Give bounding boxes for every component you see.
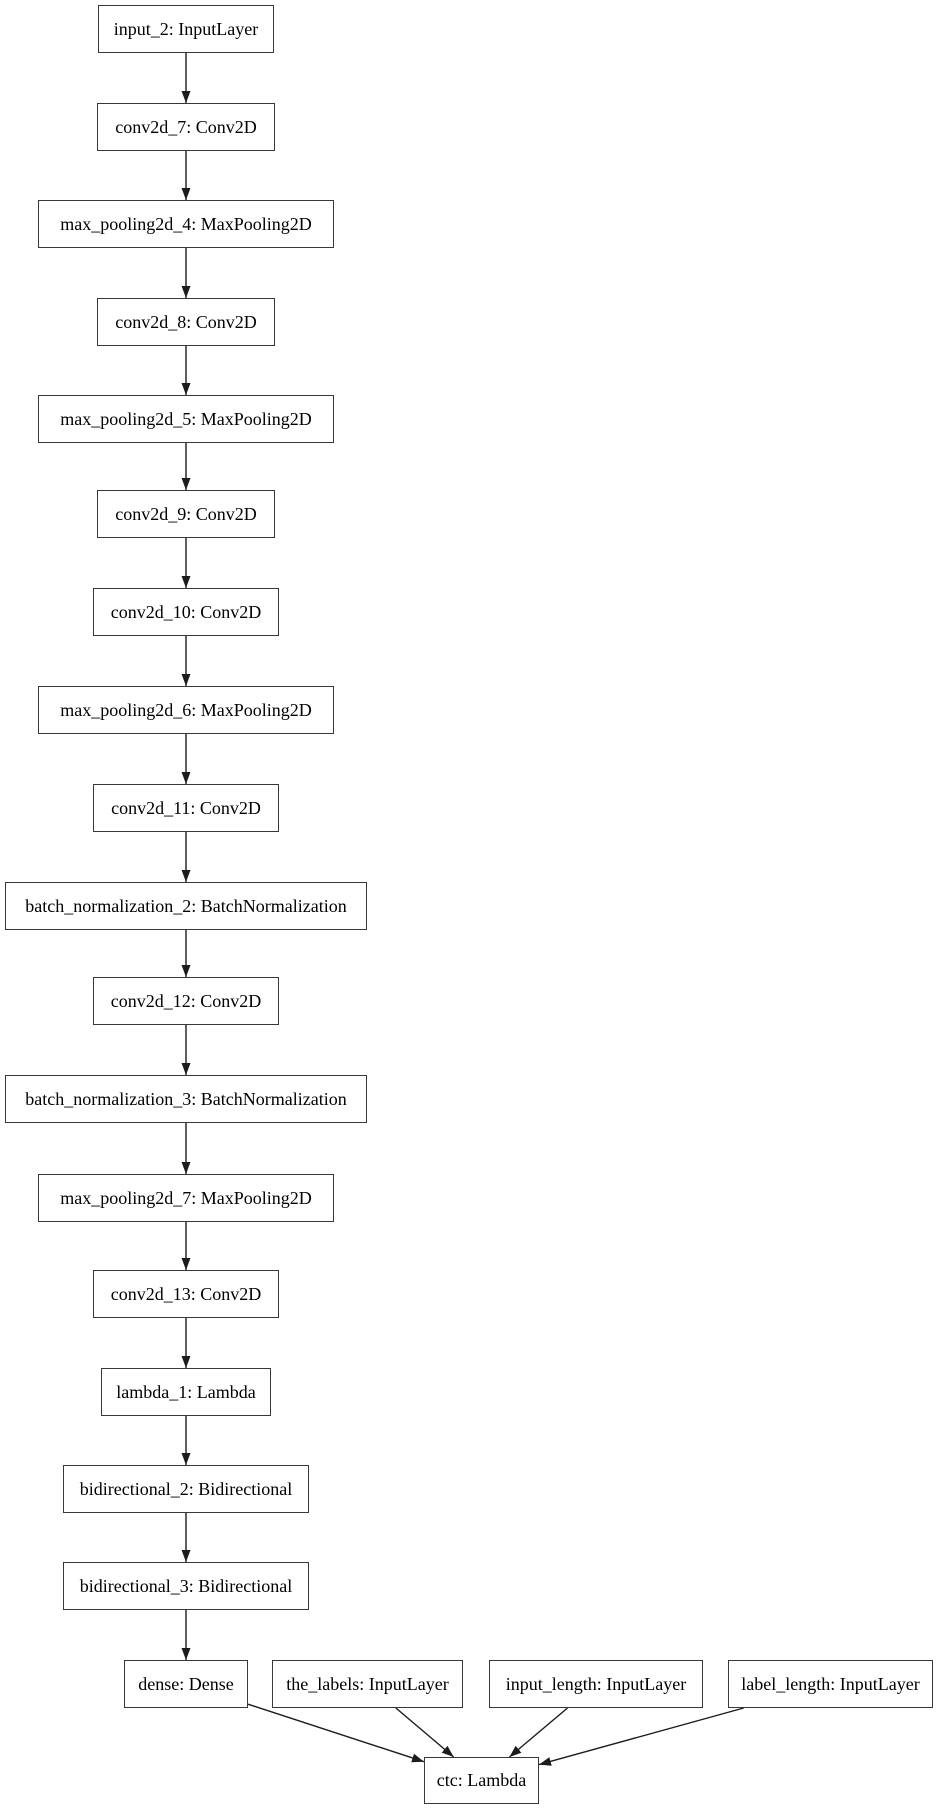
- node-label: conv2d_9: Conv2D: [115, 503, 257, 524]
- node-conv2d_11: conv2d_11: Conv2D: [93, 784, 279, 832]
- node-conv2d_12: conv2d_12: Conv2D: [93, 977, 279, 1025]
- node-label: max_pooling2d_4: MaxPooling2D: [60, 213, 312, 234]
- node-max_pooling2d_6: max_pooling2d_6: MaxPooling2D: [38, 686, 334, 734]
- node-bidirectional_2: bidirectional_2: Bidirectional: [63, 1465, 309, 1513]
- edge-label_length-to-ctc: [538, 1707, 744, 1766]
- node-label: bidirectional_2: Bidirectional: [79, 1478, 293, 1499]
- node-label: bidirectional_3: Bidirectional: [79, 1575, 293, 1596]
- edge-the_labels-to-ctc: [395, 1707, 455, 1758]
- edge-input_length-to-ctc: [508, 1707, 568, 1758]
- node-label: conv2d_8: Conv2D: [115, 311, 257, 332]
- node-label: conv2d_10: Conv2D: [110, 601, 262, 622]
- node-label: conv2d_13: Conv2D: [110, 1283, 262, 1304]
- node-label_length: label_length: InputLayer: [728, 1660, 933, 1708]
- edge-dense-to-ctc: [247, 1703, 425, 1763]
- node-label: max_pooling2d_6: MaxPooling2D: [60, 699, 312, 720]
- node-label: max_pooling2d_7: MaxPooling2D: [60, 1187, 312, 1208]
- node-label: max_pooling2d_5: MaxPooling2D: [60, 408, 312, 429]
- node-conv2d_8: conv2d_8: Conv2D: [97, 298, 275, 346]
- node-label: input_length: InputLayer: [505, 1673, 687, 1694]
- node-bidirectional_3: bidirectional_3: Bidirectional: [63, 1562, 309, 1610]
- node-label: batch_normalization_3: BatchNormalizatio…: [25, 1088, 347, 1109]
- node-label: dense: Dense: [138, 1673, 234, 1694]
- node-conv2d_9: conv2d_9: Conv2D: [97, 490, 275, 538]
- node-label: the_labels: InputLayer: [286, 1673, 449, 1694]
- node-batch_normalization_3: batch_normalization_3: BatchNormalizatio…: [5, 1075, 367, 1123]
- node-max_pooling2d_7: max_pooling2d_7: MaxPooling2D: [38, 1174, 334, 1222]
- node-max_pooling2d_4: max_pooling2d_4: MaxPooling2D: [38, 200, 334, 248]
- node-conv2d_7: conv2d_7: Conv2D: [97, 103, 275, 151]
- node-label: conv2d_12: Conv2D: [110, 990, 262, 1011]
- node-conv2d_10: conv2d_10: Conv2D: [93, 588, 279, 636]
- node-input_length: input_length: InputLayer: [489, 1660, 703, 1708]
- node-dense: dense: Dense: [124, 1660, 248, 1708]
- node-label: lambda_1: Lambda: [116, 1381, 256, 1402]
- node-conv2d_13: conv2d_13: Conv2D: [93, 1270, 279, 1318]
- node-max_pooling2d_5: max_pooling2d_5: MaxPooling2D: [38, 395, 334, 443]
- node-the_labels: the_labels: InputLayer: [272, 1660, 463, 1708]
- node-label: input_2: InputLayer: [113, 18, 259, 39]
- node-label: batch_normalization_2: BatchNormalizatio…: [25, 895, 347, 916]
- node-label: ctc: Lambda: [436, 1770, 527, 1790]
- node-lambda_1: lambda_1: Lambda: [101, 1368, 271, 1416]
- node-batch_normalization_2: batch_normalization_2: BatchNormalizatio…: [5, 882, 367, 930]
- node-label: conv2d_7: Conv2D: [115, 116, 257, 137]
- node-label: label_length: InputLayer: [741, 1673, 920, 1694]
- node-ctc: ctc: Lambda: [424, 1757, 539, 1804]
- node-label: conv2d_11: Conv2D: [111, 797, 261, 818]
- node-input_2: input_2: InputLayer: [98, 5, 274, 53]
